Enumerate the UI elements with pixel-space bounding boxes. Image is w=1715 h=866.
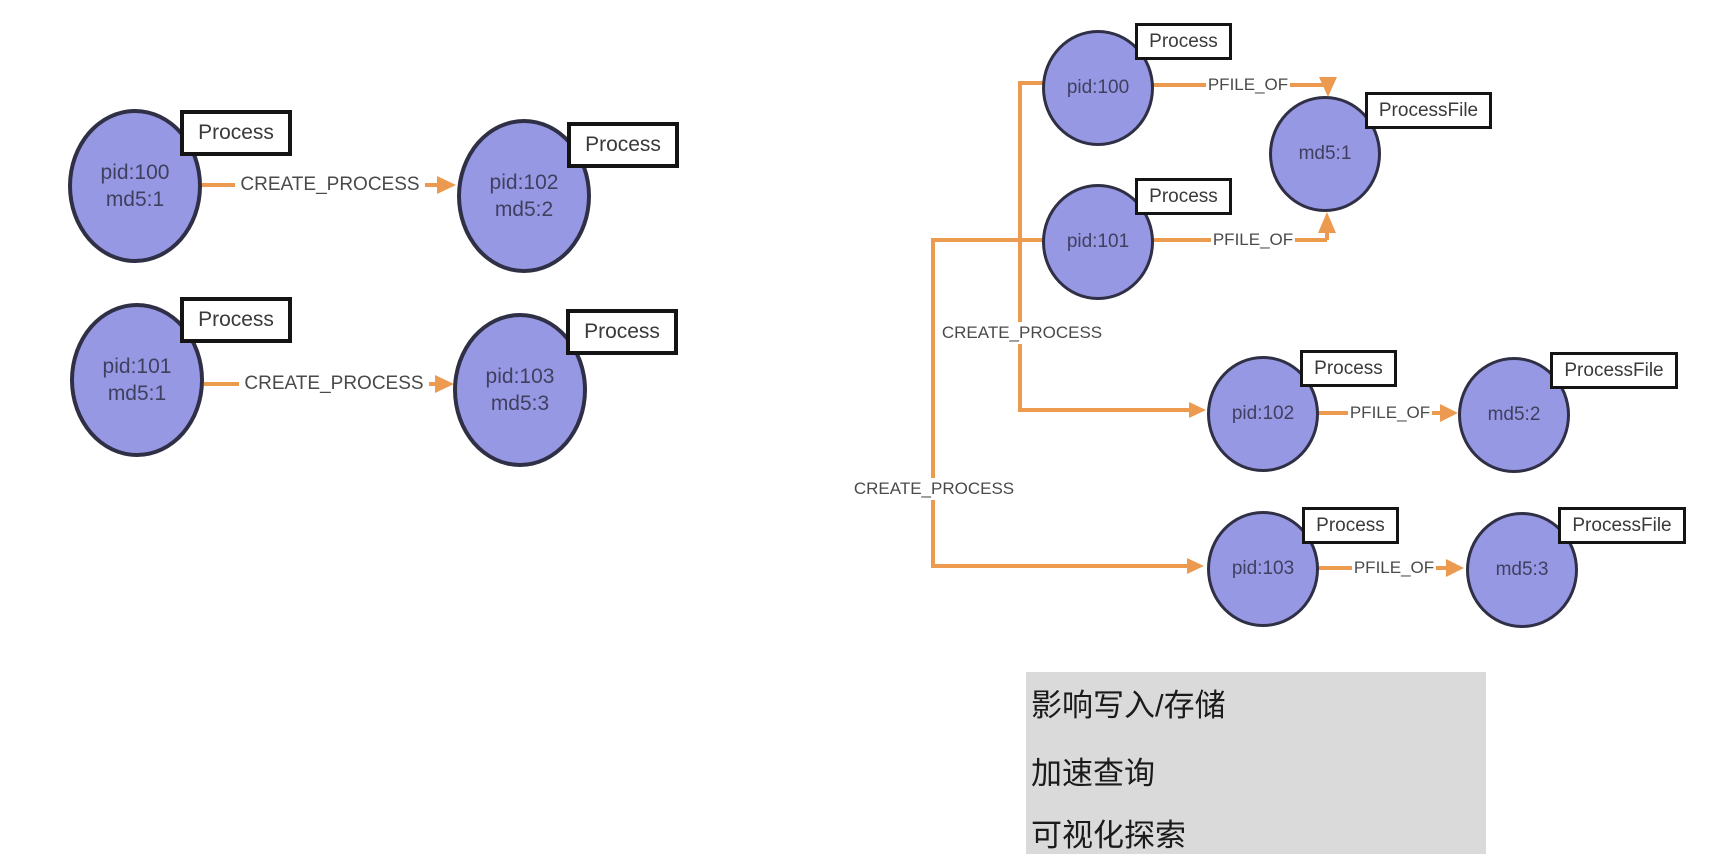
node-right-pid101: pid:101	[1042, 184, 1154, 300]
arrowhead-pfile-3	[1440, 404, 1458, 422]
arrowhead-pfile-4	[1446, 559, 1464, 577]
arrowhead-right-create-2	[1187, 558, 1204, 574]
node-right-md5-1: md5:1	[1269, 96, 1381, 212]
node-left-pid103-md5: md5:3	[490, 392, 550, 415]
node-left-pid101-pid: pid:101	[102, 355, 172, 378]
type-label: ProcessFile	[1378, 99, 1479, 121]
node-left-pid101-md5: md5:1	[107, 382, 167, 405]
edge-label-right-create-2: CREATE_PROCESS	[853, 478, 1015, 500]
node-right-pid100-label: pid:100	[1066, 77, 1130, 98]
edge-label-left-create-b: CREATE_PROCESS	[239, 372, 429, 396]
type-box-right-md5-2: ProcessFile	[1550, 352, 1678, 389]
node-right-md5-2-label: md5:2	[1487, 404, 1541, 425]
type-label: Process	[198, 308, 274, 331]
type-label: Process	[585, 133, 661, 156]
arrowhead-right-create-1	[1189, 402, 1206, 418]
node-left-pid103: pid:103 md5:3	[453, 313, 587, 467]
node-right-pid101-label: pid:101	[1066, 231, 1130, 252]
type-label: Process	[1314, 357, 1383, 379]
notes-panel-line-1: 影响写入/存储	[1031, 688, 1226, 723]
type-label: Process	[1149, 30, 1218, 52]
type-box-right-pid103: Process	[1302, 507, 1399, 544]
type-box-right-md5-1: ProcessFile	[1365, 92, 1492, 129]
node-left-pid100: pid:100 md5:1	[68, 109, 202, 263]
type-box-right-pid101: Process	[1135, 178, 1232, 215]
edge-label-pfile-3: PFILE_OF	[1348, 402, 1432, 424]
type-label: ProcessFile	[1564, 359, 1664, 381]
edge-label-pfile-1: PFILE_OF	[1206, 74, 1290, 96]
node-right-md5-3-label: md5:3	[1495, 559, 1549, 580]
type-box-left-pid101: Process	[180, 297, 292, 343]
notes-panel-line-3: 可视化探索	[1031, 818, 1186, 853]
edge-line-right-create-1	[1018, 81, 1192, 412]
node-right-md5-1-label: md5:1	[1298, 143, 1352, 164]
type-box-left-pid103: Process	[566, 309, 678, 355]
type-box-right-md5-3: ProcessFile	[1558, 507, 1686, 544]
edge-label-pfile-4: PFILE_OF	[1352, 557, 1436, 579]
node-left-pid102-pid: pid:102	[489, 171, 559, 194]
type-label: Process	[198, 121, 274, 144]
type-label: Process	[1316, 514, 1385, 536]
node-left-pid102-md5: md5:2	[494, 198, 554, 221]
edge-label-right-create-1: CREATE_PROCESS	[941, 322, 1103, 344]
arrowhead-left-create-b	[435, 375, 454, 393]
type-box-right-pid102: Process	[1300, 350, 1397, 387]
node-left-pid100-md5: md5:1	[105, 188, 165, 211]
node-right-pid102-label: pid:102	[1231, 403, 1295, 424]
type-box-left-pid100: Process	[180, 110, 292, 156]
type-label: Process	[584, 320, 660, 343]
edge-label-left-create-a: CREATE_PROCESS	[235, 173, 425, 197]
type-label: ProcessFile	[1572, 514, 1672, 536]
edge-label-pfile-2: PFILE_OF	[1211, 229, 1295, 251]
type-box-right-pid100: Process	[1135, 23, 1232, 60]
node-left-pid100-pid: pid:100	[100, 161, 170, 184]
arrowhead-left-create-a	[437, 176, 456, 194]
arrowhead-pfile-2	[1318, 212, 1336, 233]
edge-line-right-create-2	[931, 238, 1190, 568]
node-left-pid103-pid: pid:103	[485, 365, 555, 388]
node-right-pid103: pid:103	[1207, 511, 1319, 627]
type-label: Process	[1149, 185, 1218, 207]
node-right-pid103-label: pid:103	[1231, 558, 1295, 579]
notes-panel-line-2: 加速查询	[1031, 756, 1155, 791]
type-box-left-pid102: Process	[567, 122, 679, 168]
arrowhead-pfile-1	[1319, 77, 1337, 97]
notes-panel: 影响写入/存储 加速查询 可视化探索	[1026, 672, 1486, 854]
